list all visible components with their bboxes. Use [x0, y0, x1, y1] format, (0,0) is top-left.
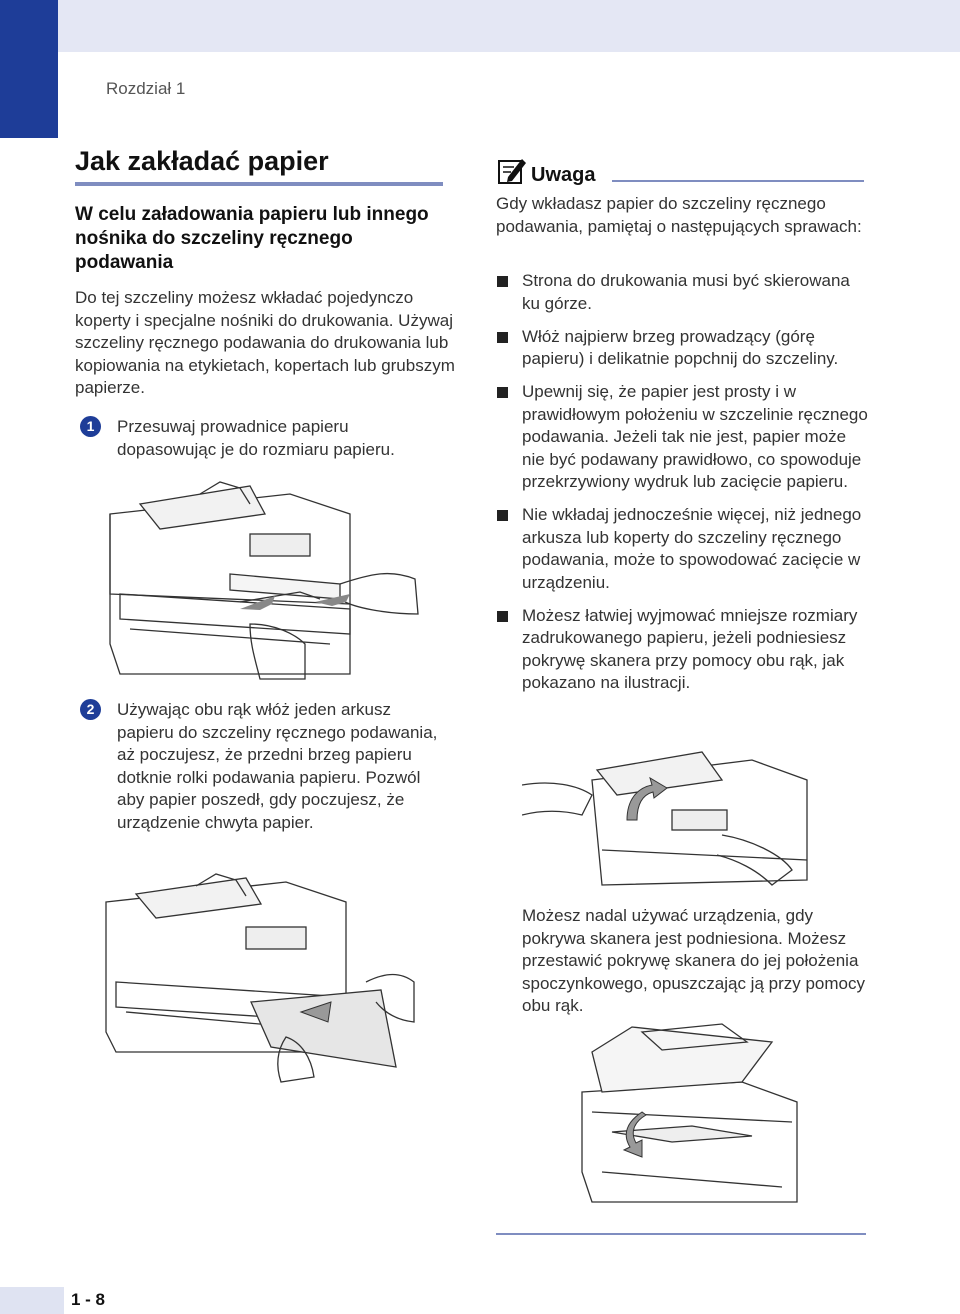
note-title: Uwaga — [531, 164, 596, 186]
chapter-tab — [0, 0, 58, 138]
chapter-label: Rozdział 1 — [106, 79, 186, 98]
bullet-square-icon — [497, 510, 508, 521]
note-bullet-list: Strona do drukowania musi być skierowana… — [496, 270, 872, 705]
list-item: Możesz łatwiej wyjmować mniejsze rozmiar… — [496, 605, 872, 695]
bottom-rule — [496, 1233, 866, 1235]
printer-guides-illustration — [109, 481, 419, 680]
bullet-text: Nie wkładaj jednocześnie więcej, niż jed… — [522, 505, 862, 592]
list-item: Strona do drukowania musi być skierowana… — [496, 270, 872, 315]
list-item: Włóż najpierw brzeg prowadzący (górę pap… — [496, 326, 872, 371]
page-number-box — [0, 1287, 64, 1314]
bullet-square-icon — [497, 276, 508, 287]
list-item: Nie wkładaj jednocześnie więcej, niż jed… — [496, 504, 872, 594]
scanner-cover-lift-illustration — [522, 751, 808, 886]
step-text-1: Przesuwaj prowadnice papieru dopasowując… — [117, 417, 395, 459]
note-intro: Gdy wkładasz papier do szczeliny ręczneg… — [496, 194, 862, 236]
page-title: Jak zakładać papier — [75, 146, 329, 176]
bullet-text: Strona do drukowania musi być skierowana… — [522, 271, 850, 313]
list-item: Upewnij się, że papier jest prosty i w p… — [496, 381, 872, 494]
section-subtitle: W celu załadowania papieru lub innego no… — [75, 204, 429, 273]
bullet-square-icon — [497, 331, 508, 343]
top-band — [0, 0, 960, 52]
bullet-text: Włóż najpierw brzeg prowadzący (górę pap… — [522, 326, 839, 369]
title-rule — [75, 182, 443, 186]
intro-paragraph: Do tej szczeliny możesz wkładać pojedync… — [75, 288, 455, 397]
step-number-2: 2 — [80, 699, 101, 720]
bullet-text: Upewnij się, że papier jest prosty i w p… — [522, 382, 868, 491]
page-number: 1 - 8 — [71, 1290, 106, 1309]
bullet-square-icon — [497, 610, 508, 622]
note-rule — [612, 180, 864, 182]
bullet-text: Możesz łatwiej wyjmować mniejsze rozmiar… — [522, 605, 858, 693]
step-number-1: 1 — [80, 416, 101, 437]
after-note-paragraph: Możesz nadal używać urządzenia, gdy pokr… — [522, 906, 865, 1015]
scanner-cover-open-illustration — [581, 1023, 798, 1203]
step-text-2: Używając obu rąk włóż jeden arkusz papie… — [117, 700, 438, 832]
printer-insert-paper-illustration — [105, 873, 415, 1083]
note-pencil-icon — [498, 159, 526, 184]
bullet-square-icon — [497, 387, 508, 398]
